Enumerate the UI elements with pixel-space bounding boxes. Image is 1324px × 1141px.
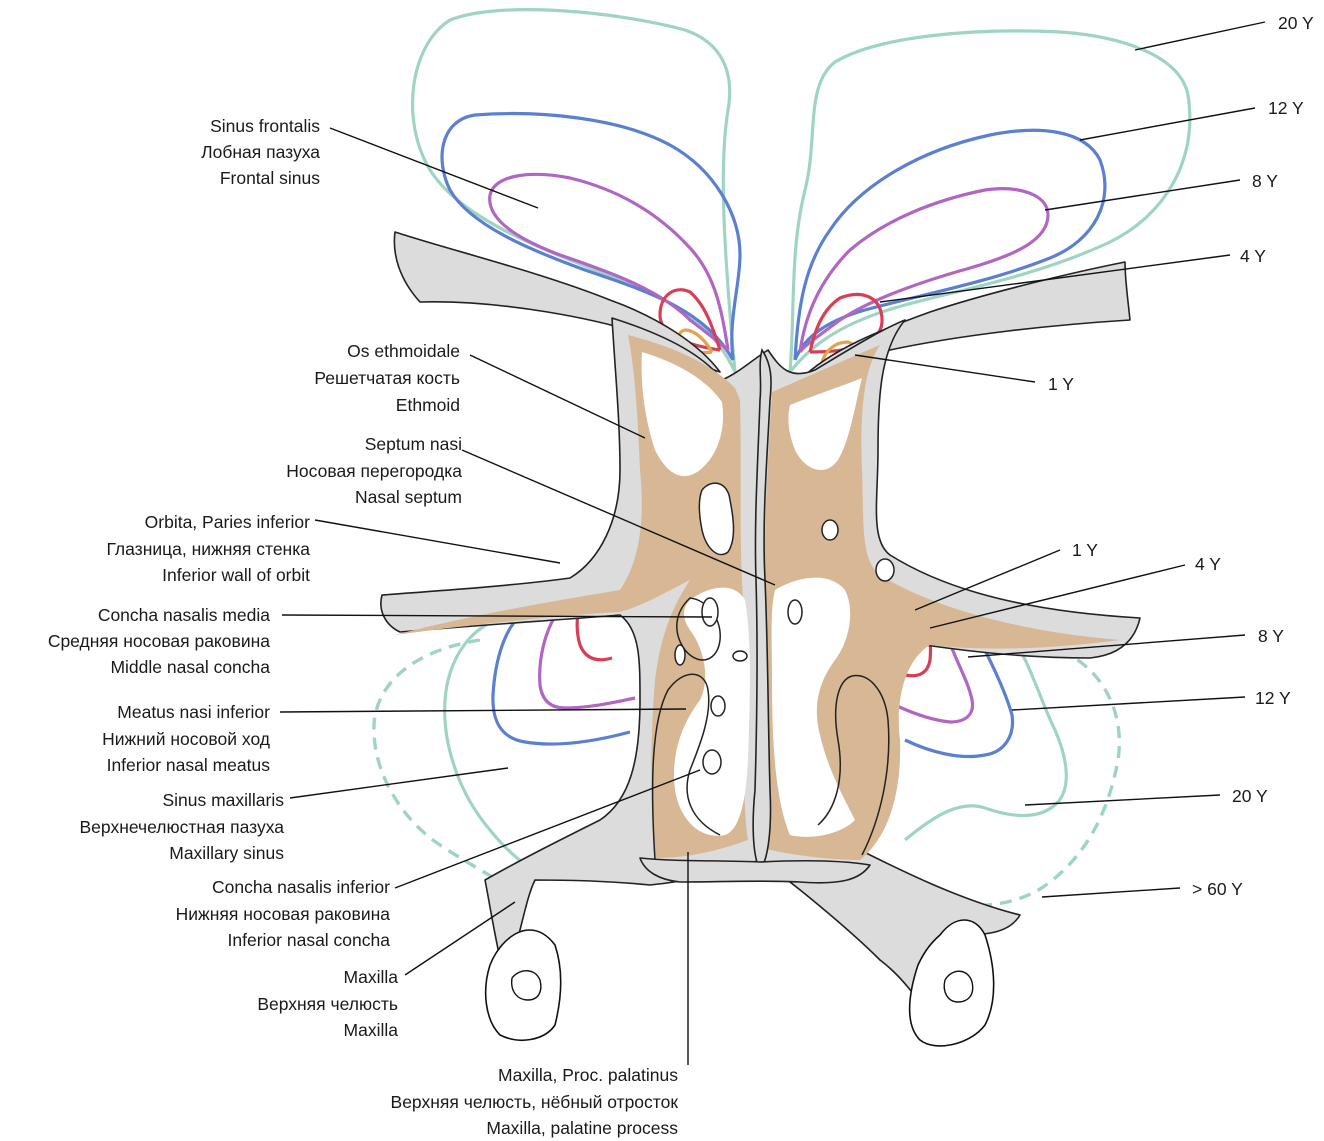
label-line: Maxilla, Proc. palatinus xyxy=(498,1065,678,1085)
leader-frontal-sinus xyxy=(330,128,538,208)
age-label-frontal-12y: 12 Y xyxy=(1268,98,1304,118)
label-line: Средняя носовая раковина xyxy=(48,631,270,651)
label-line: Concha nasalis inferior xyxy=(212,877,390,897)
label-line: Inferior wall of orbit xyxy=(162,565,310,585)
label-line: Решетчатая кость xyxy=(314,368,460,388)
label-septum: Septum nasi Носовая перегородка Nasal se… xyxy=(286,434,462,507)
label-line: Os ethmoidale xyxy=(347,341,460,361)
leader-frontal-8y xyxy=(1045,180,1240,210)
label-ethmoid: Os ethmoidale Решетчатая кость Ethmoid xyxy=(314,341,460,415)
label-line: Верхняя челюсть xyxy=(257,994,398,1014)
label-line: Maxilla xyxy=(344,967,399,987)
concha-cell-4 xyxy=(703,750,721,774)
age-label-frontal-4y: 4 Y xyxy=(1240,246,1266,266)
leader-maxillary-12y xyxy=(1012,697,1245,710)
label-line: Maxillary sinus xyxy=(169,843,284,863)
label-maxillary-sinus: Sinus maxillaris Верхнечелюстная пазуха … xyxy=(80,790,285,863)
label-line: Orbita, Paries inferior xyxy=(145,512,311,532)
leader-orbit xyxy=(315,520,560,563)
leader-maxillary-20y xyxy=(1025,795,1220,805)
nasal-cavity-anatomy xyxy=(381,232,1140,1020)
label-line: Frontal sinus xyxy=(220,168,320,188)
label-line: Sinus frontalis xyxy=(210,116,320,136)
age-label-frontal-1y: 1 Y xyxy=(1048,374,1074,394)
age-label-maxillary-over60y: > 60 Y xyxy=(1192,879,1243,899)
leader-frontal-20y xyxy=(1135,22,1265,50)
label-line: Nasal septum xyxy=(355,487,462,507)
label-line: Лобная пазуха xyxy=(201,142,320,162)
concha-cell-2 xyxy=(733,651,747,661)
label-line: Inferior nasal concha xyxy=(228,930,391,950)
age-label-maxillary-4y: 4 Y xyxy=(1195,554,1221,574)
maxillary-sinus-left-12y xyxy=(493,612,630,744)
label-line: Maxilla, palatine process xyxy=(486,1118,678,1138)
label-frontal-sinus: Sinus frontalis Лобная пазуха Frontal si… xyxy=(201,116,320,188)
label-middle-concha: Concha nasalis media Средняя носовая рак… xyxy=(48,605,270,677)
leader-maxillary-over60y xyxy=(1042,888,1180,897)
concha-cell-6 xyxy=(822,520,838,540)
maxillary-sinus-left-8y xyxy=(540,612,635,708)
age-label-maxillary-20y: 20 Y xyxy=(1232,786,1268,806)
label-inferior-meatus: Meatus nasi inferior Нижний носовой ход … xyxy=(102,702,270,775)
leader-inferior-meatus xyxy=(280,709,686,712)
label-line: Middle nasal concha xyxy=(110,657,270,677)
label-maxilla: Maxilla Верхняя челюсть Maxilla xyxy=(257,967,398,1040)
age-label-maxillary-8y: 8 Y xyxy=(1258,626,1284,646)
hard-palate xyxy=(640,858,870,883)
leader-maxillary-sinus xyxy=(290,768,508,798)
label-line: Septum nasi xyxy=(365,434,462,454)
age-label-maxillary-1y: 1 Y xyxy=(1072,540,1098,560)
label-line: Sinus maxillaris xyxy=(162,790,284,810)
concha-cell-8 xyxy=(675,645,685,665)
leader-lines-right xyxy=(855,22,1265,897)
label-line: Нижний носовой ход xyxy=(102,729,270,749)
label-line: Ethmoid xyxy=(396,395,460,415)
age-label-frontal-20y: 20 Y xyxy=(1278,13,1314,33)
label-line: Maxilla xyxy=(344,1020,399,1040)
label-line: Meatus nasi inferior xyxy=(117,702,270,722)
label-line: Нижняя носовая раковина xyxy=(176,904,391,924)
concha-cell-3 xyxy=(711,696,725,716)
label-inferior-concha: Concha nasalis inferior Нижняя носовая р… xyxy=(176,877,391,950)
label-palatine-process: Maxilla, Proc. palatinus Верхняя челюсть… xyxy=(391,1065,679,1138)
label-orbit: Orbita, Paries inferior Глазница, нижняя… xyxy=(106,512,310,585)
label-line: Верхнечелюстная пазуха xyxy=(80,817,285,837)
concha-cell-5 xyxy=(788,600,802,624)
label-line: Верхняя челюсть, нёбный отросток xyxy=(391,1092,679,1112)
maxillary-sinus-right-over60y xyxy=(880,650,1119,906)
leader-frontal-12y xyxy=(1080,108,1255,140)
age-label-frontal-8y: 8 Y xyxy=(1252,171,1278,191)
label-line: Inferior nasal meatus xyxy=(107,755,271,775)
label-line: Носовая перегородка xyxy=(286,461,462,481)
label-line: Глазница, нижняя стенка xyxy=(106,539,310,559)
concha-cell-1 xyxy=(702,598,718,626)
label-line: Concha nasalis media xyxy=(98,605,270,625)
concha-cell-7 xyxy=(876,559,894,581)
age-label-maxillary-12y: 12 Y xyxy=(1255,688,1291,708)
